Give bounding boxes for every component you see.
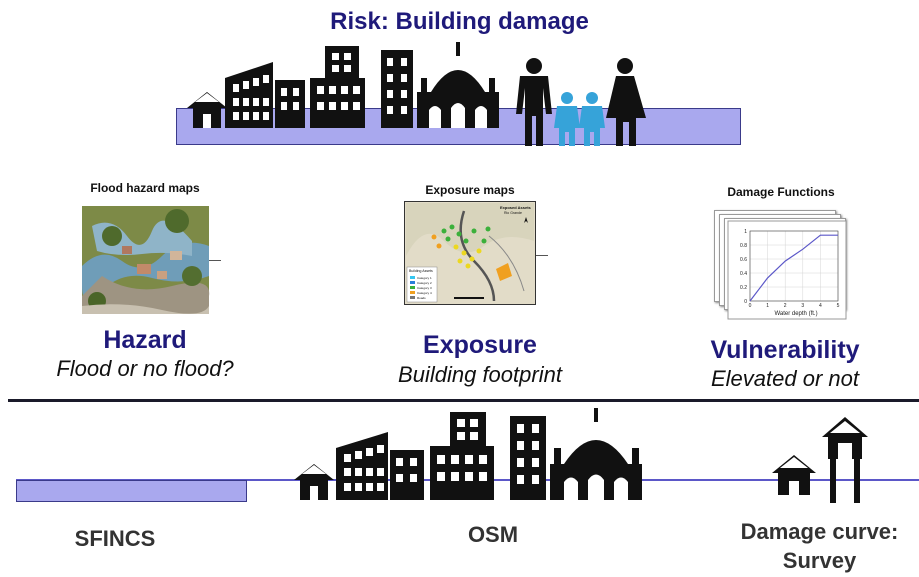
damage-chart-frame: [749, 230, 839, 302]
exposure-legend-item-3: Category 3: [417, 286, 432, 290]
damage-function-chart: 0 0.2 0.4 0.6 0.8 1 0 1 2 3 4 5 Water depth (ft.): [727, 220, 847, 320]
vulnerability-heading: Vulnerability: [710, 336, 860, 364]
elevated-house-icon: [772, 417, 868, 503]
bottom-city-skyline-icon: [294, 408, 642, 500]
exposure-subheading: Building footprint: [398, 362, 562, 387]
damage-chart-ytick: 0.8: [740, 243, 747, 249]
exposure-connector-line: [536, 255, 548, 256]
hazard-connector-line: [209, 260, 221, 261]
exposure-legend-title: Building Assets: [409, 269, 433, 273]
hazard-heading: Hazard: [103, 326, 187, 354]
damage-chart-xtick: 4: [819, 303, 822, 309]
exposure-map-title: Exposed Assets: [500, 205, 532, 210]
bottom-water-bar: [16, 480, 247, 502]
exposure-caption: Exposure maps: [425, 183, 515, 197]
exposure-legend-item-5: Roads: [417, 296, 426, 300]
damage-chart-ytick: 0.6: [740, 257, 747, 263]
top-city-skyline-icon: [187, 42, 499, 128]
osm-label: OSM: [467, 522, 519, 547]
exposure-legend-item-4: Category 4: [417, 291, 432, 295]
exposure-heading: Exposure: [423, 331, 537, 359]
family-icon: [516, 58, 646, 146]
survey-label: Survey: [782, 548, 857, 573]
exposure-map-image: Building Assets Category 1 Category 2 Ca…: [404, 201, 536, 305]
damage-chart-xlabel: Water depth (ft.): [774, 311, 817, 317]
damage-chart-xtick: 2: [784, 303, 787, 309]
damage-chart-ytick: 1: [744, 229, 747, 235]
damage-chart-ytick: 0.4: [740, 271, 747, 277]
exposure-map-subtitle: Rio Grande: [504, 211, 522, 215]
sfincs-label: SFINCS: [74, 526, 156, 551]
vulnerability-caption: Damage Functions: [727, 185, 835, 199]
damage-chart-xtick: 5: [837, 303, 840, 309]
hazard-subheading: Flood or no flood?: [56, 356, 234, 381]
vulnerability-subheading: Elevated or not: [711, 366, 859, 391]
damage-chart-xtick: 3: [801, 303, 804, 309]
flood-hazard-map-image: [82, 206, 210, 314]
damage-curve-label: Damage curve:: [740, 519, 899, 544]
hazard-caption: Flood hazard maps: [90, 181, 200, 195]
damage-curve-line: [749, 234, 838, 302]
damage-chart-xtick: 1: [766, 303, 769, 309]
diagram-title: Risk: Building damage: [330, 8, 589, 35]
exposure-legend-item-1: Category 1: [417, 276, 432, 280]
damage-chart-ytick: 0.2: [740, 285, 747, 291]
damage-chart-xtick: 0: [749, 303, 752, 309]
exposure-legend-item-2: Category 2: [417, 281, 432, 285]
section-divider: [8, 399, 919, 402]
damage-chart-ytick: 0: [744, 299, 747, 305]
